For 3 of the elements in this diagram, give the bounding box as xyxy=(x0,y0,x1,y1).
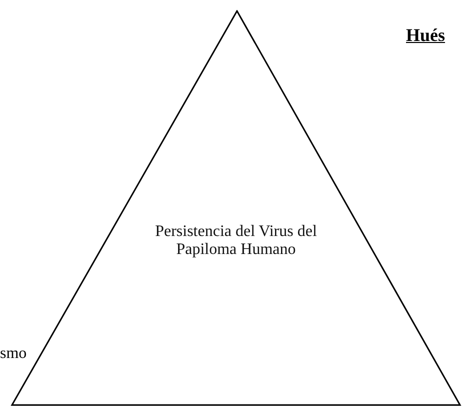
side-label: smo xyxy=(0,345,27,363)
heading-label: Hués xyxy=(406,25,446,46)
node-text: Persistencia del Virus del Papiloma Humano xyxy=(154,223,318,259)
